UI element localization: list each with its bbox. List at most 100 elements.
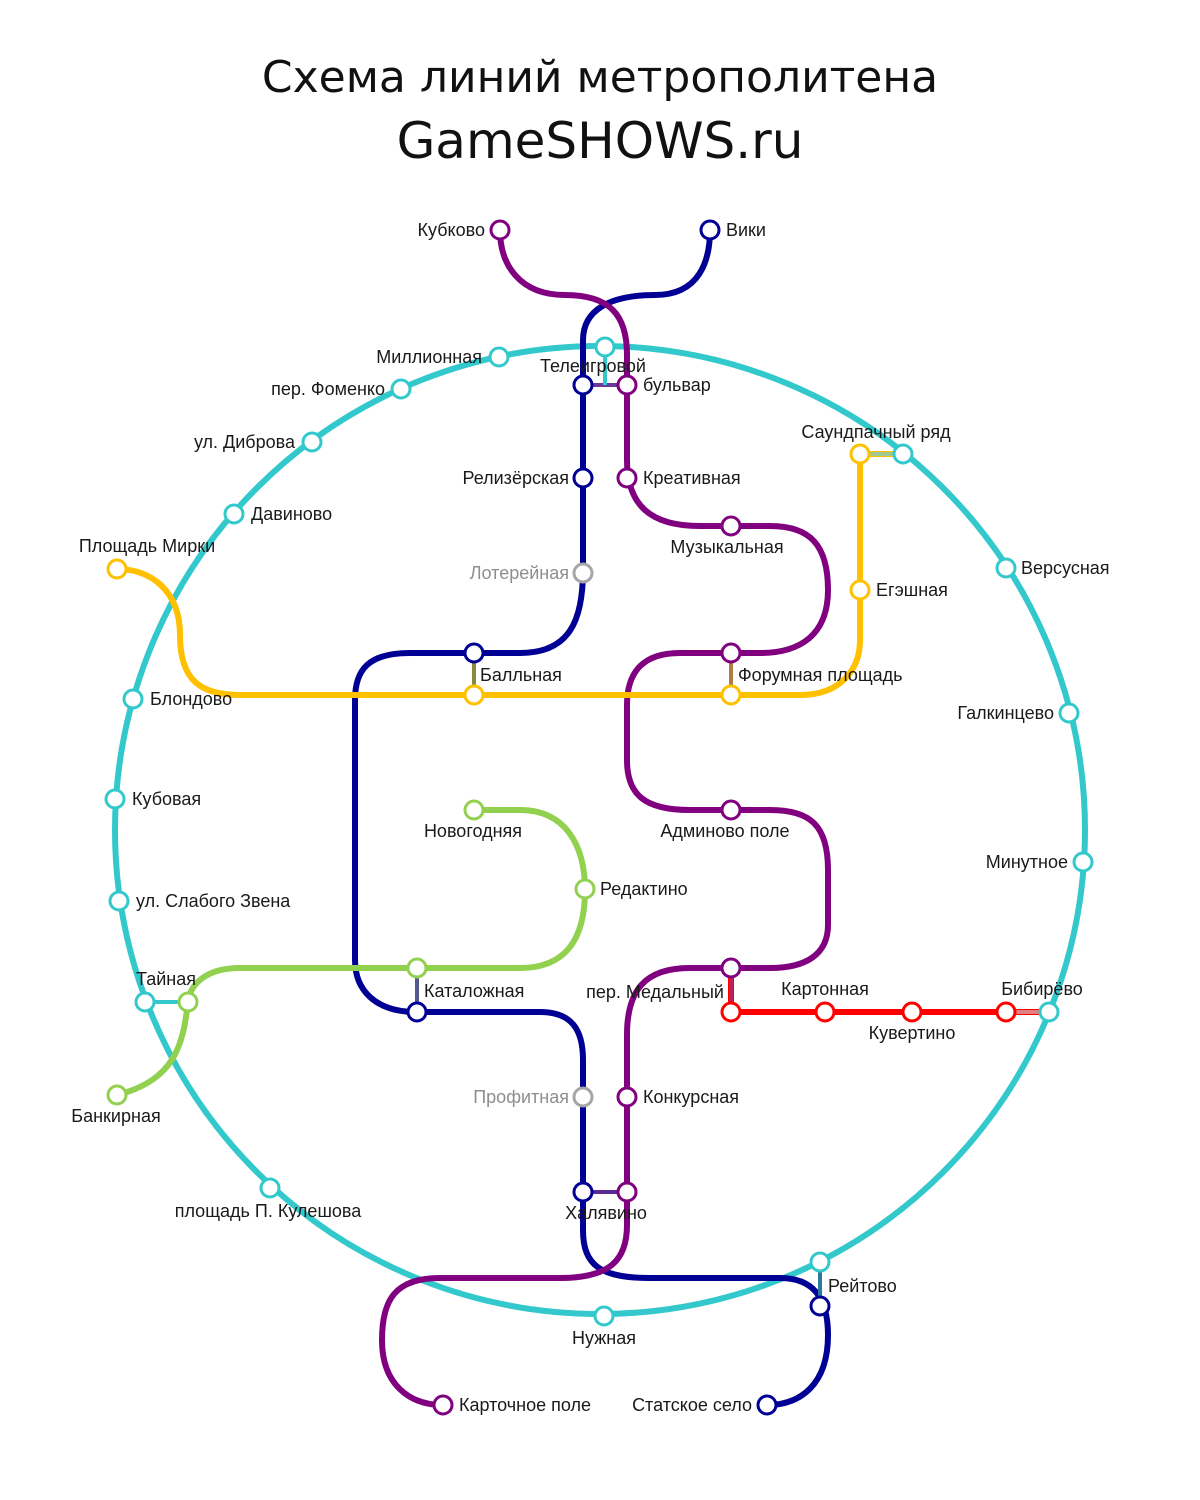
label-millionnaya: Миллионная — [376, 347, 482, 367]
label-bulvar: бульвар — [643, 375, 711, 395]
green-line — [114, 807, 588, 1098]
label-kreativnaya: Креативная — [643, 468, 741, 488]
label-novogodnyaya: Новогодняя — [424, 821, 522, 841]
site-name: GameSHOWS.ru — [397, 112, 804, 170]
label-reytovo: Рейтово — [828, 1276, 897, 1296]
label-muzykalnaya: Музыкальная — [670, 537, 783, 557]
label-redaktino: Редактино — [600, 879, 688, 899]
station-kreativnaya[interactable] — [616, 467, 638, 489]
yellow-line — [114, 451, 906, 698]
station-millionnaya[interactable] — [488, 346, 510, 368]
label-minutnoe: Минутное — [986, 852, 1068, 872]
navy-line — [352, 227, 831, 1408]
map-title: Схема линий метрополитена — [262, 52, 938, 103]
station-relizerskaya[interactable] — [572, 467, 594, 489]
label-katalozhnaya: Каталожная — [424, 981, 524, 1001]
station-medalny[interactable] — [720, 957, 742, 979]
label-slabogo-zvena: ул. Слабого Звена — [136, 891, 291, 911]
station-taynaya-green[interactable] — [177, 991, 199, 1013]
label-profitnaya: Профитная — [473, 1087, 569, 1107]
station-statskoe[interactable] — [756, 1394, 778, 1416]
station-redaktino[interactable] — [574, 878, 596, 900]
station-khalyavino-navy[interactable] — [572, 1181, 594, 1203]
station-katalozhnaya-navy[interactable] — [406, 1001, 428, 1023]
label-relizerskaya: Релизёрская — [463, 468, 570, 488]
label-dibrova: ул. Диброва — [194, 432, 296, 452]
label-taynaya: Тайная — [136, 969, 196, 989]
station-konkursnaya[interactable] — [616, 1086, 638, 1108]
label-fomenko: пер. Фоменко — [271, 379, 385, 399]
label-konkursnaya: Конкурсная — [643, 1087, 739, 1107]
station-versusnaya[interactable] — [995, 557, 1017, 579]
station-ballnaya-yellow[interactable] — [463, 684, 485, 706]
label-ballnaya: Балльная — [480, 665, 562, 685]
station-kuleshova[interactable] — [259, 1177, 281, 1199]
station-teleigrovoy-navy[interactable] — [572, 374, 594, 396]
station-saundpachny-ring[interactable] — [892, 443, 914, 465]
label-kubovaya: Кубовая — [132, 789, 201, 809]
station-dibrova[interactable] — [301, 431, 323, 453]
station-egeshnaya[interactable] — [849, 579, 871, 601]
station-bibirevo-red[interactable] — [995, 1001, 1017, 1023]
label-bibirevo: Бибирёво — [1001, 979, 1083, 999]
ring-line — [112, 343, 1088, 1317]
station-reytovo-navy[interactable] — [809, 1295, 831, 1317]
station-bankirnaya[interactable] — [106, 1084, 128, 1106]
station-bibirevo-ring[interactable] — [1038, 1001, 1060, 1023]
label-viki: Вики — [726, 220, 766, 240]
label-ploshchad-mirki: Площадь Мирки — [79, 536, 215, 556]
label-davinovo: Давиново — [251, 504, 332, 524]
station-galkintsevo[interactable] — [1058, 702, 1080, 724]
station-ballnaya-navy[interactable] — [463, 642, 485, 664]
station-teleigrovoy-ring[interactable] — [594, 336, 616, 358]
label-medalny: пер. Медальный — [586, 982, 724, 1002]
label-blondovo: Блондово — [150, 689, 232, 709]
label-egeshnaya: Егэшная — [876, 580, 948, 600]
label-forumnaya: Форумная площадь — [738, 665, 903, 685]
station-adminovo[interactable] — [720, 799, 742, 821]
station-taynaya-ring[interactable] — [134, 991, 156, 1013]
station-muzykalnaya[interactable] — [720, 515, 742, 537]
station-viki[interactable] — [699, 219, 721, 241]
station-kartonnaya[interactable] — [814, 1001, 836, 1023]
station-fomenko[interactable] — [390, 378, 412, 400]
label-teleigrovoy: Телеигровой — [540, 356, 646, 376]
label-kuvertino: Кувертино — [869, 1023, 956, 1043]
station-saundpachny-yellow[interactable] — [849, 443, 871, 465]
label-statskoe: Статское село — [632, 1395, 752, 1415]
station-bulvar-purple[interactable] — [616, 374, 638, 396]
station-slabogo-zvena[interactable] — [108, 890, 130, 912]
station-kuvertino[interactable] — [901, 1001, 923, 1023]
label-kartonnaya: Картонная — [781, 979, 869, 999]
label-khalyavino: Халявино — [565, 1203, 647, 1223]
station-forumnaya-purple[interactable] — [720, 642, 742, 664]
label-kartochnoe: Карточное поле — [459, 1395, 591, 1415]
station-kubkovo[interactable] — [489, 219, 511, 241]
label-adminovo: Админово поле — [660, 821, 789, 841]
station-ploshchad-mirki[interactable] — [106, 558, 128, 580]
station-forumnaya-yellow[interactable] — [720, 684, 742, 706]
station-kubovaya[interactable] — [104, 788, 126, 810]
station-nuzhnaya[interactable] — [593, 1305, 615, 1327]
station-profitnaya[interactable] — [572, 1086, 594, 1108]
label-nuzhnaya: Нужная — [572, 1328, 636, 1348]
label-kubkovo: Кубково — [418, 220, 485, 240]
station-novogodnyaya[interactable] — [463, 799, 485, 821]
label-galkintsevo: Галкинцево — [957, 703, 1054, 723]
label-bankirnaya: Банкирная — [71, 1106, 160, 1126]
station-katalozhnaya-green[interactable] — [406, 957, 428, 979]
label-kuleshova: площадь П. Кулешова — [175, 1201, 363, 1221]
station-medalny-red[interactable] — [720, 1001, 742, 1023]
station-davinovo[interactable] — [223, 503, 245, 525]
label-lotereynaya: Лотерейная — [470, 563, 569, 583]
purple-line — [379, 227, 831, 1408]
station-blondovo[interactable] — [122, 688, 144, 710]
station-khalyavino-purple[interactable] — [616, 1181, 638, 1203]
station-lotereynaya[interactable] — [572, 562, 594, 584]
station-minutnoe[interactable] — [1072, 851, 1094, 873]
label-saundpachny: Саундпачный ряд — [801, 422, 951, 442]
station-kartochnoe[interactable] — [432, 1394, 454, 1416]
label-versusnaya: Версусная — [1021, 558, 1110, 578]
station-reytovo-ring[interactable] — [809, 1251, 831, 1273]
